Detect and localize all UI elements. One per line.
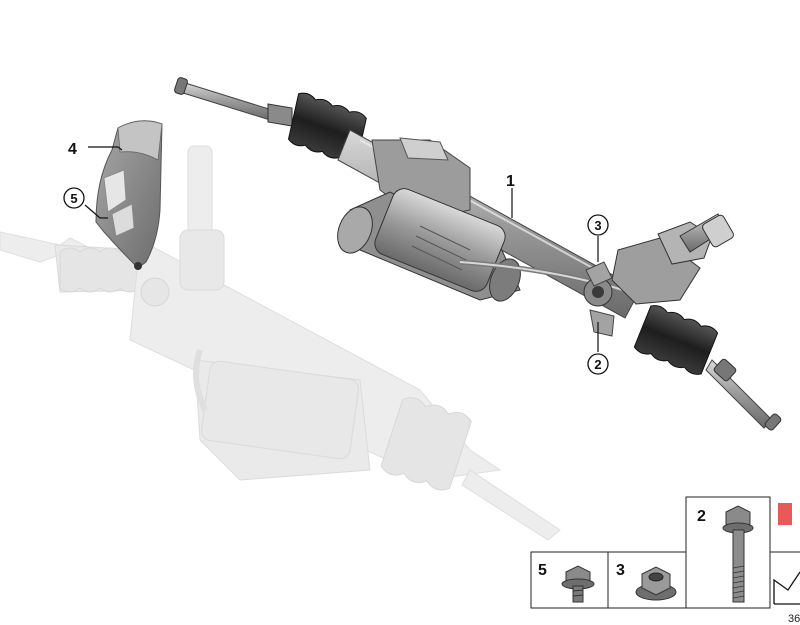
ghost-steering-rack (0, 145, 561, 541)
parts-table-label-5: 5 (538, 562, 547, 579)
parts-table: 5 3 2 (530, 496, 800, 625)
callout-nut-label: 3 (594, 218, 601, 233)
callout-shield-bolt-label: 5 (70, 191, 77, 206)
diagram-number: 36 (788, 613, 800, 625)
heat-shield (95, 120, 163, 270)
flange-nut-icon (635, 566, 677, 601)
steering-rack (174, 77, 782, 431)
parts-table-label-2: 2 (697, 508, 706, 525)
leader-lines (84, 146, 599, 352)
red-marker-icon (778, 503, 792, 525)
hex-bolt-icon (561, 565, 595, 603)
callout-circle-bolt: 2 (587, 353, 609, 375)
callout-bolt-label: 2 (594, 357, 601, 372)
parts-table-label-3: 3 (616, 562, 625, 579)
callout-steering-rack: 1 (506, 173, 515, 190)
long-bolt-icon (722, 505, 754, 603)
callout-circle-nut: 3 (587, 214, 609, 236)
callout-heat-shield: 4 (68, 141, 77, 158)
torque-symbol-icon (773, 571, 800, 605)
callout-circle-shield-bolt: 5 (63, 187, 85, 209)
